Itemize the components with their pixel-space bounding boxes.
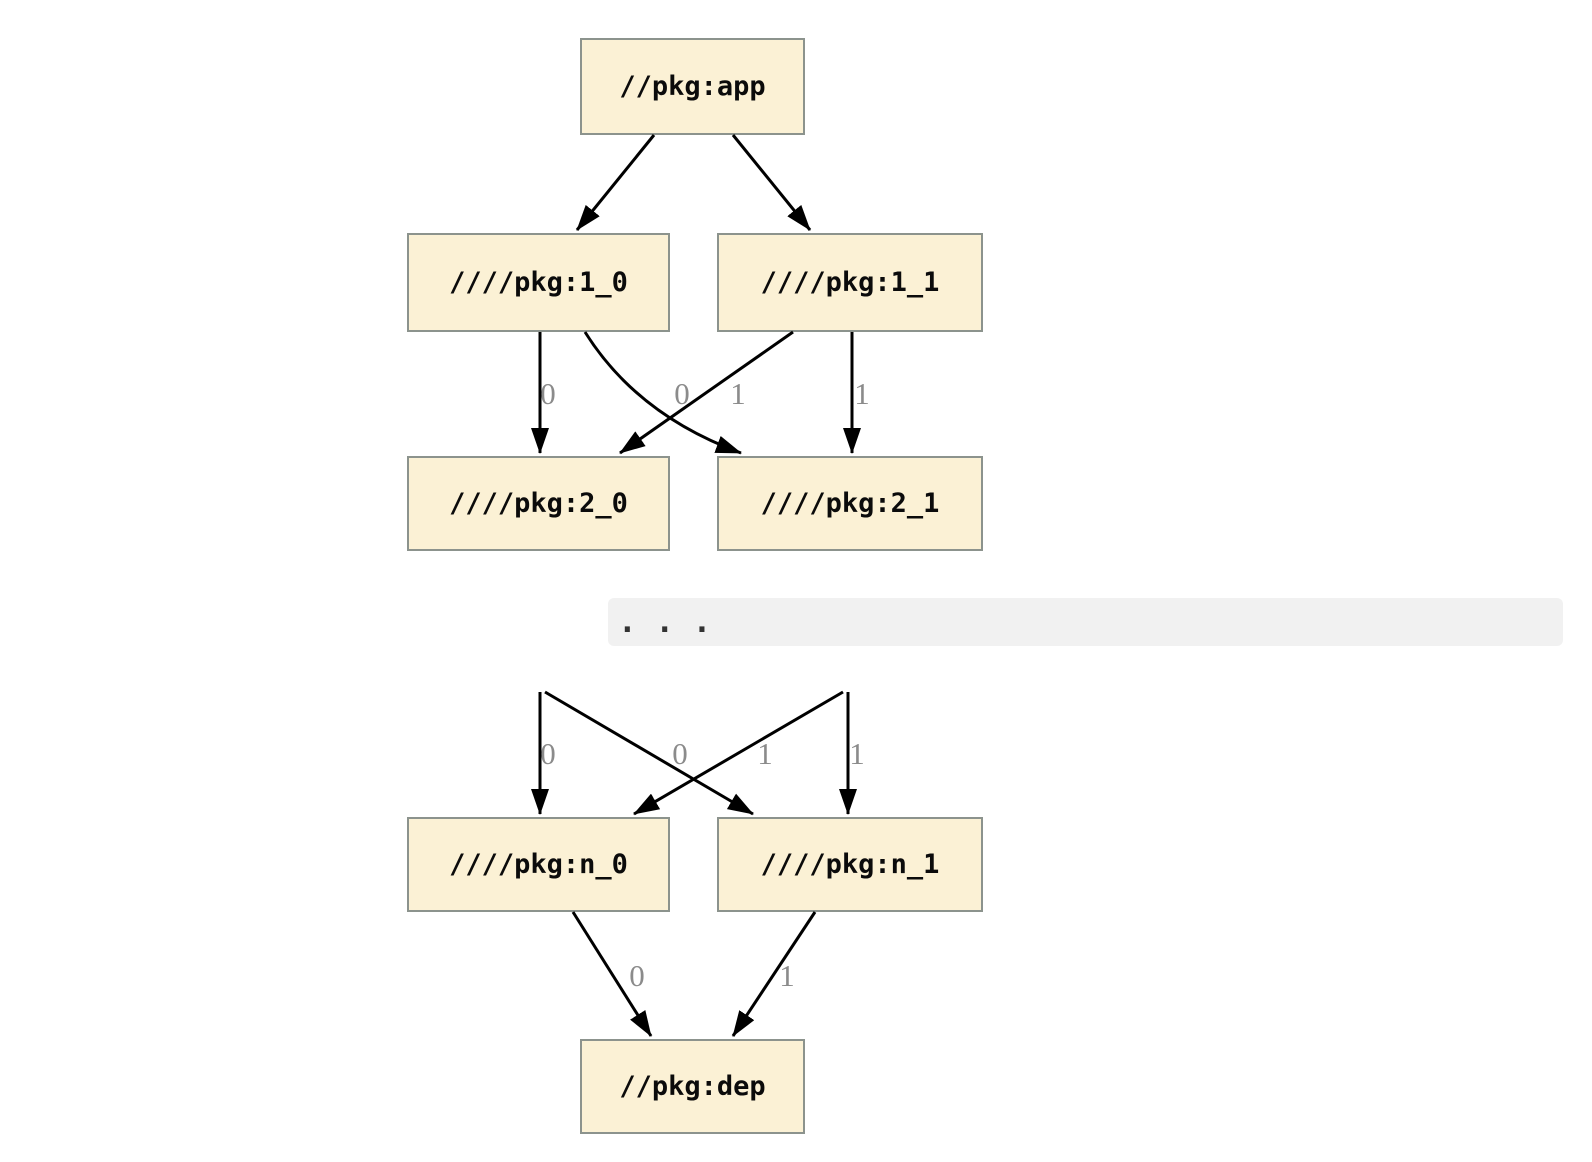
node-pkg-1-0: ////pkg:1_0 — [407, 233, 670, 332]
edge-label: 0 — [540, 736, 556, 771]
node-pkg-2-0: ////pkg:2_0 — [407, 456, 670, 551]
node-pkg-dep: //pkg:dep — [580, 1039, 805, 1134]
edge-label: 0 — [540, 376, 556, 411]
node-pkg-n-1: ////pkg:n_1 — [717, 817, 983, 912]
edge-1-1-to-2-0 — [619, 330, 794, 455]
node-pkg-2-1: ////pkg:2_1 — [717, 456, 983, 551]
edge-label: 0 — [672, 736, 688, 771]
edge-ellipsis-to-n-0-cross — [633, 690, 844, 816]
edge-app-to-1-0 — [575, 134, 656, 231]
edge-n-0-to-dep — [571, 911, 653, 1037]
node-pkg-n-0: ////pkg:n_0 — [407, 817, 670, 912]
edge-label: 1 — [730, 376, 746, 411]
node-pkg-app: //pkg:app — [580, 38, 805, 135]
node-pkg-1-1: ////pkg:1_1 — [717, 233, 983, 332]
edge-label: 1 — [757, 736, 773, 771]
edge-ellipsis-to-n-1-cross — [544, 690, 754, 816]
edge-1-0-to-2-1 — [583, 331, 742, 455]
edge-label: 1 — [849, 736, 865, 771]
edge-label: 0 — [629, 958, 645, 993]
edge-label: 1 — [779, 958, 795, 993]
edge-app-to-1-1 — [731, 134, 812, 231]
ellipsis-band: . . . — [608, 598, 1563, 646]
edge-label: 0 — [674, 376, 690, 411]
edge-label: 1 — [854, 376, 870, 411]
edge-n-1-to-dep — [731, 911, 817, 1037]
